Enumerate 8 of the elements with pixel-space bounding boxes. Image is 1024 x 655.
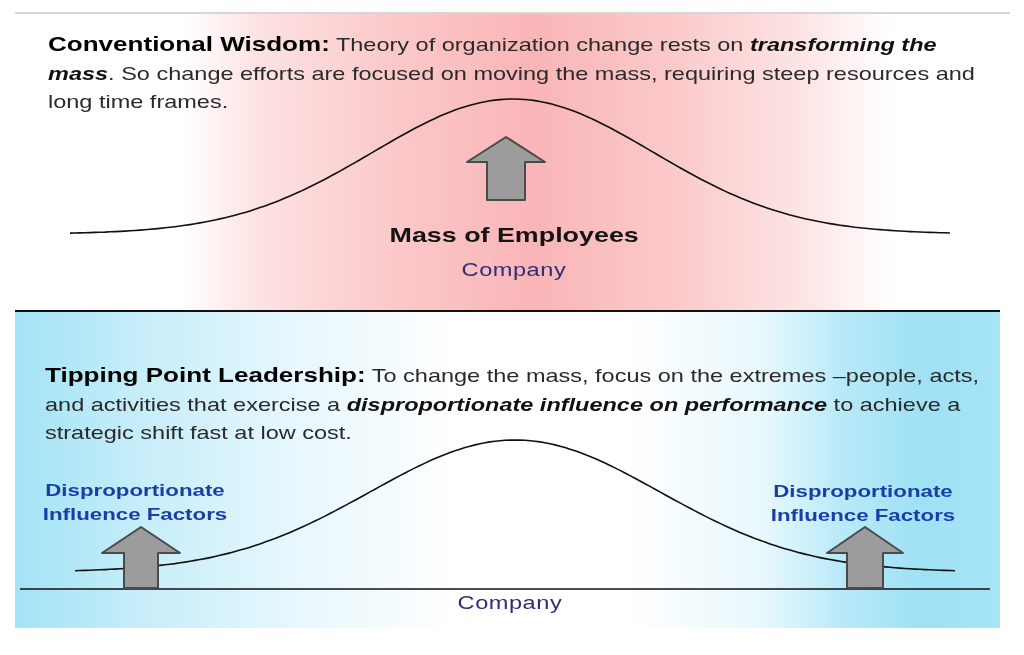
- description-text: Tipping Point Leadership: To change the mass, focus on the extremes –people, acts, and activities that exercise a disproportionate influence on performance to achieve a strategic shift fast at low cost.: [45, 362, 981, 445]
- group-label: Mass of Employees: [389, 223, 639, 247]
- bottom-panel: [15, 310, 1000, 628]
- axis-label: Company: [461, 259, 567, 281]
- factor-label: Disproportionate Influence Factors: [769, 481, 957, 527]
- axis-label: Company: [457, 592, 563, 614]
- description-text: Conventional Wisdom: Theory of organization change rests on transforming the mass. So change efforts are focused on moving the mass, requiring steep resources and long time frames.: [48, 31, 976, 114]
- factor-label: Disproportionate Influence Factors: [41, 480, 229, 526]
